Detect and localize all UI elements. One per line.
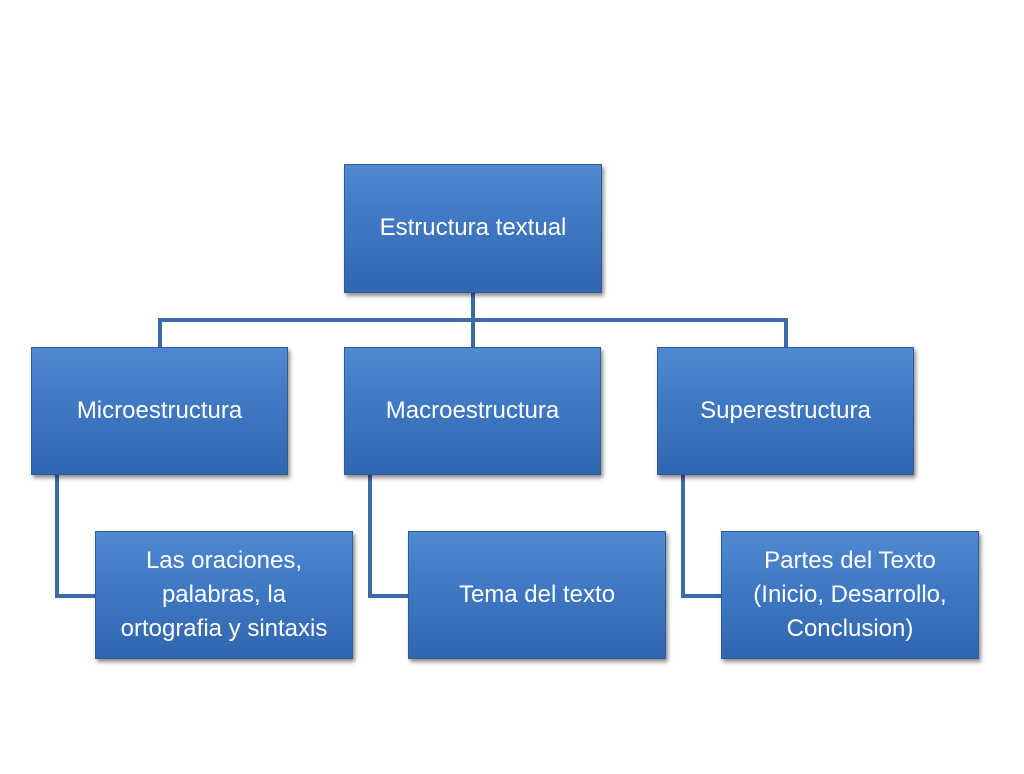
microestructura-child-connector <box>55 474 97 598</box>
node-text-line: Conclusion) <box>786 615 914 643</box>
node-estructura-textual: Estructura textual <box>344 164 602 293</box>
node-label: Microestructura <box>76 396 243 424</box>
macroestructura-child-connector <box>368 474 410 598</box>
node-label: Macroestructura <box>385 396 560 424</box>
superestructura-child-connector <box>681 474 723 598</box>
node-superestructura: Superestructura <box>657 347 914 475</box>
node-text-line: ortografia y sintaxis <box>120 615 328 643</box>
node-microestructura-detail: Las oraciones, palabras, la ortografia y… <box>95 531 353 659</box>
node-macroestructura-detail: Tema del texto <box>408 531 666 659</box>
node-text-block: Tema del texto <box>459 578 615 612</box>
node-macroestructura: Macroestructura <box>344 347 601 475</box>
node-text-line: Las oraciones, <box>145 546 303 574</box>
node-text-line: Partes del Texto <box>764 546 936 574</box>
node-label: Estructura textual <box>379 214 567 242</box>
node-text-line: Tema del texto <box>458 580 616 608</box>
node-text-block: Las oraciones, palabras, la ortografia y… <box>121 544 328 646</box>
node-text-line: palabras, la <box>161 580 287 608</box>
node-microestructura: Microestructura <box>31 347 288 475</box>
node-superestructura-detail: Partes del Texto (Inicio, Desarrollo, Co… <box>721 531 979 659</box>
node-label: Superestructura <box>700 396 871 424</box>
node-text-line: (Inicio, Desarrollo, <box>753 580 947 608</box>
node-text-block: Partes del Texto (Inicio, Desarrollo, Co… <box>753 544 946 646</box>
